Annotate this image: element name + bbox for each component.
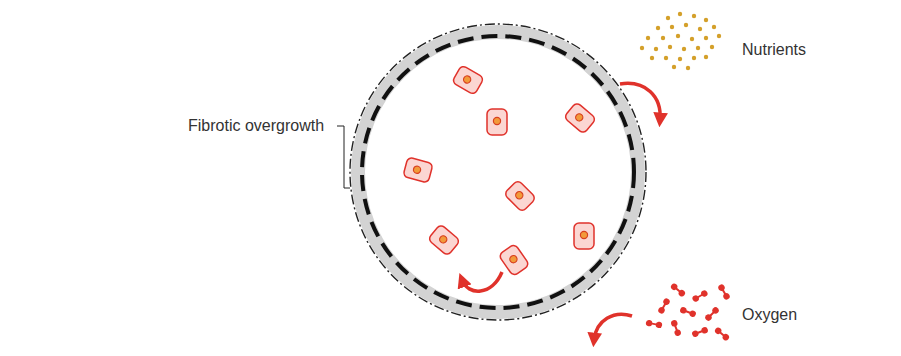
outer-membrane: [350, 24, 646, 320]
input-label: Nutrients: [742, 40, 806, 60]
part-label: Fibrotic overgrowth: [188, 116, 324, 136]
oxygen-molecules: [645, 282, 731, 341]
leader-line: [337, 126, 350, 188]
release-arrow: [462, 272, 502, 291]
encapsulated-cells: [403, 65, 597, 277]
oxygen-arrow: [594, 314, 632, 340]
capsule-membrane: [362, 36, 634, 308]
fibrotic-ring: [358, 32, 638, 312]
input-label: Oxygen: [742, 305, 797, 325]
nutrient-arrow: [620, 83, 660, 120]
nutrient-particles: [640, 12, 721, 70]
